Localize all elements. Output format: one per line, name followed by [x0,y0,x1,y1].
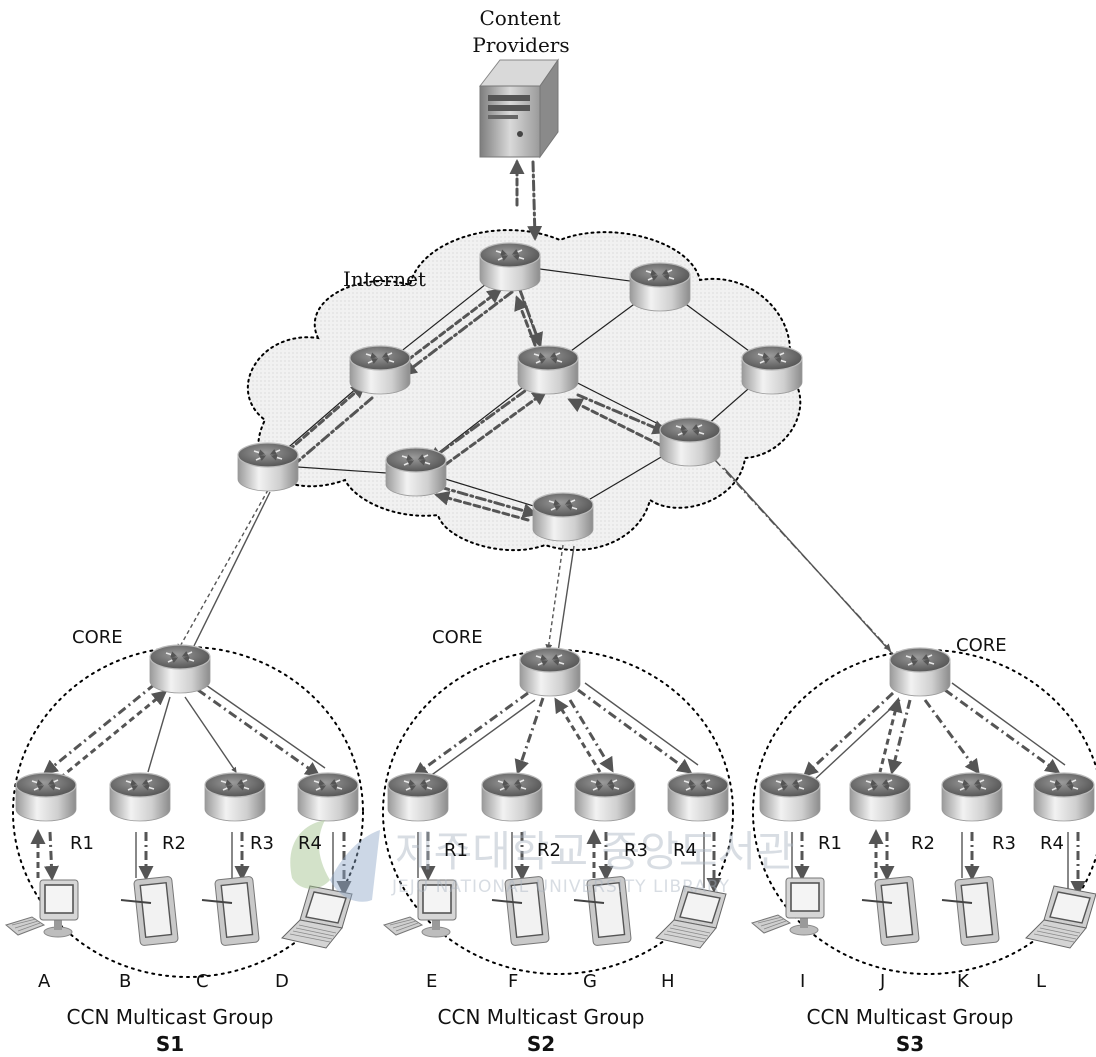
router-internet-left [349,345,411,395]
router-internet-gateway-s2 [532,492,594,542]
receiver-label-s2-r3: R3 [624,840,648,861]
router-edge-s2-r1 [387,772,449,822]
laptop-icon-l [1025,885,1096,949]
host-label-l: L [1036,971,1046,992]
watermark: 제주대학교 중앙도서관 JEJU NATIONAL UNIVERSITY LIB… [290,820,795,902]
host-label-f: F [508,971,518,992]
router-core-s2 [519,647,581,697]
receiver-label-s2-r2: R2 [537,840,561,861]
router-internet-center [517,345,579,395]
tablet-icon-j [861,876,920,946]
content-providers-title-line2: Providers [472,33,569,57]
internet-label: Internet [343,267,426,291]
router-core-s3 [889,647,951,697]
group-s2-links [412,682,699,783]
router-internet-upper-right [629,262,691,312]
host-label-a: A [38,971,51,992]
host-label-d: D [275,971,289,992]
group-caption-s2-line1: CCN Multicast Group [438,1005,645,1029]
host-label-c: C [196,971,209,992]
receiver-label-s1-r3: R3 [250,833,274,854]
group-caption-s3-line1: CCN Multicast Group [807,1005,1014,1029]
router-internet-gateway-s1 [237,442,299,492]
tablet-icon-c [201,876,260,946]
host-label-e: E [426,971,437,992]
receiver-label-s1-r2: R2 [162,833,186,854]
router-edge-s3-r3 [941,772,1003,822]
receiver-label-s3-r4: R4 [1040,833,1064,854]
core-label-s3: CORE [956,635,1007,656]
host-label-k: K [957,971,970,992]
host-label-i: I [800,971,805,992]
receiver-label-s3-r1: R1 [818,833,842,854]
desktop-icon-e [382,879,457,938]
receiver-label-s1-r1: R1 [70,833,94,854]
group-caption-s2-line2: S2 [527,1032,555,1056]
receiver-label-s3-r2: R2 [911,833,935,854]
router-edge-s1-r3 [204,772,266,822]
router-edge-s2-r4 [667,772,729,822]
core-label-s1: CORE [72,627,123,648]
host-label-g: G [583,971,597,992]
watermark-english: JEJU NATIONAL UNIVERSITY LIBRARY [391,877,730,897]
group-caption-s1-line2: S1 [156,1032,184,1056]
core-label-s2: CORE [432,627,483,648]
receiver-label-s1-r4: R4 [298,833,322,854]
routers-layer [15,242,1095,822]
laptop-icon-d [281,885,353,949]
tablet-icon-g [573,876,632,946]
host-label-j: J [879,971,885,992]
receiver-label-s2-r1: R1 [444,840,468,861]
receiver-label-s3-r3: R3 [992,833,1016,854]
router-edge-s2-r3 [574,772,636,822]
host-label-h: H [661,971,675,992]
server-icon [478,58,559,159]
router-internet-right [741,345,803,395]
tablet-icon-b [120,876,179,946]
router-internet-gateway-s3 [659,417,721,467]
group-s3-links [802,682,1066,783]
devices-layer [4,876,1096,949]
content-providers-title-line1: Content [479,6,560,30]
core-uplinks [177,459,899,661]
router-edge-s3-r2 [849,772,911,822]
router-internet-top [479,242,541,292]
router-edge-s3-r4 [1033,772,1095,822]
desktop-icon-a [4,879,79,938]
router-edge-s2-r2 [481,772,543,822]
group-s1-links [42,682,326,780]
router-internet-lower-left [385,447,447,497]
router-edge-s1-r1 [15,772,77,822]
tablet-icon-k [941,876,1000,946]
router-edge-s1-r2 [109,772,171,822]
router-edge-s1-r4 [297,772,359,822]
laptop-icon-h [655,885,727,949]
router-core-s1 [149,644,211,694]
tablet-icon-f [491,876,550,946]
receiver-label-s2-r4: R4 [673,840,697,861]
group-caption-s3-line2: S3 [896,1032,924,1056]
host-label-b: B [119,971,131,992]
watermark-korean: 제주대학교 중앙도서관 [395,827,795,876]
desktop-icon-i [750,877,825,936]
router-edge-s3-r1 [759,772,821,822]
host-links [30,829,1086,896]
group-caption-s1-line1: CCN Multicast Group [67,1005,274,1029]
